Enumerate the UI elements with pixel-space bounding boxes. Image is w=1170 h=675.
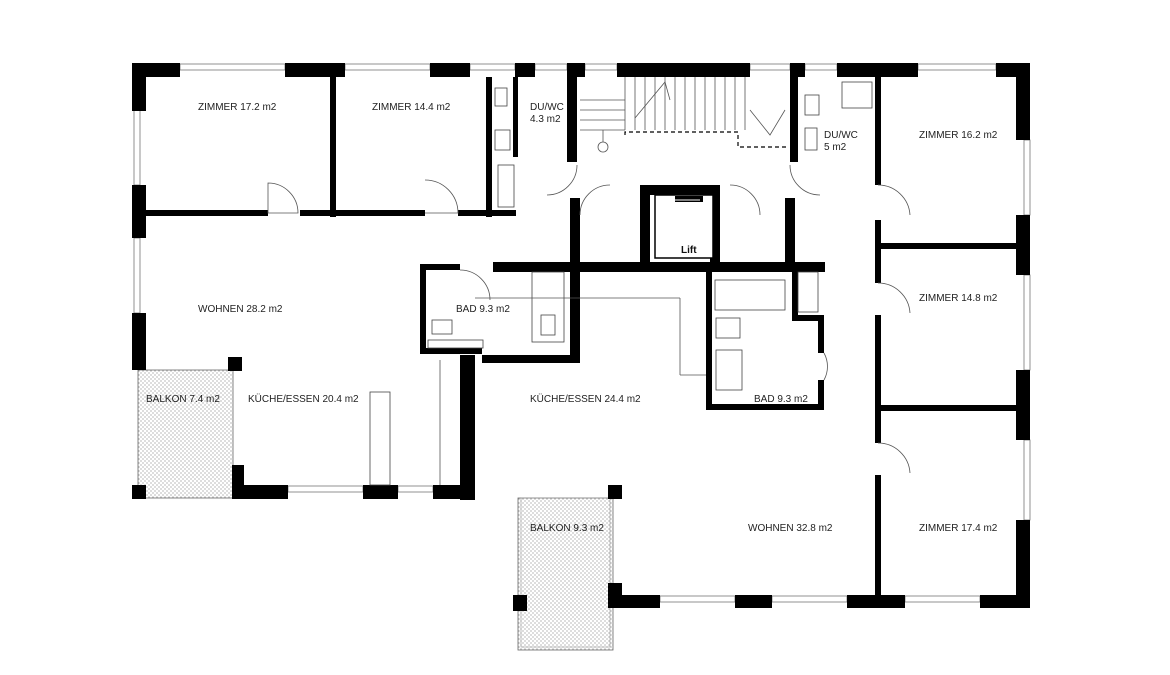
label-kueche-20-4: KÜCHE/ESSEN 20.4 m2 (248, 393, 359, 405)
label-bad-left: BAD 9.3 m2 (456, 304, 510, 315)
label-zimmer-16-2: ZIMMER 16.2 m2 (919, 130, 998, 141)
lift (654, 194, 714, 259)
label-wohnen-32-8: WOHNEN 32.8 m2 (748, 523, 833, 534)
doors (267, 164, 911, 474)
staircase (580, 77, 788, 153)
label-bad-right: BAD 9.3 m2 (754, 394, 808, 405)
walls (132, 63, 1030, 611)
label-balkon-7-4: BALKON 7.4 m2 (146, 394, 220, 405)
label-zimmer-14-8: ZIMMER 14.8 m2 (919, 293, 998, 304)
label-lift: Lift (681, 245, 697, 256)
label-zimmer-14-4: ZIMMER 14.4 m2 (372, 102, 451, 113)
label-zimmer-17-4: ZIMMER 17.4 m2 (919, 523, 998, 534)
label-kueche-24-4: KÜCHE/ESSEN 24.4 m2 (530, 393, 641, 405)
balcony-left (137, 369, 234, 499)
label-wohnen-28-2: WOHNEN 28.2 m2 (198, 304, 283, 315)
balcony-right (517, 497, 614, 651)
fixtures (369, 81, 873, 486)
label-balkon-9-3: BALKON 9.3 m2 (530, 523, 604, 534)
label-zimmer-17-2: ZIMMER 17.2 m2 (198, 102, 277, 113)
